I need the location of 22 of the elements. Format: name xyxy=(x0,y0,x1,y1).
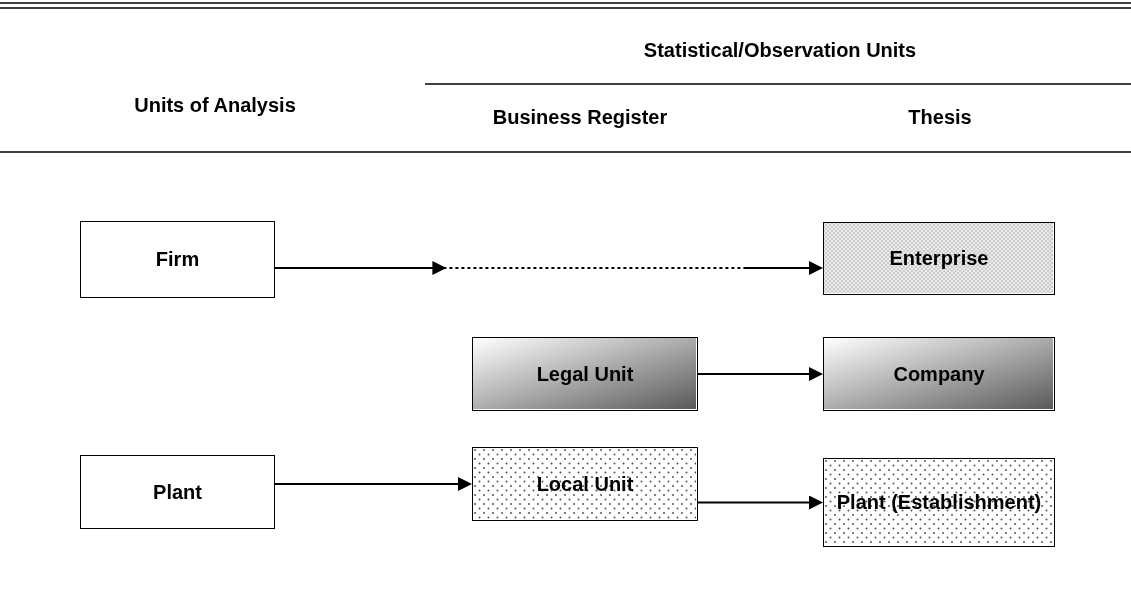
unit-label: Legal Unit xyxy=(535,362,635,386)
arrow xyxy=(697,367,823,381)
unit-label: Enterprise xyxy=(888,247,990,270)
unit-box xyxy=(823,458,1055,547)
unit-label: Plant xyxy=(152,480,203,504)
unit-label: Plant (Establishment) xyxy=(835,491,1043,514)
column-header: Statistical/Observation Units xyxy=(643,38,917,62)
column-header: Units of Analysis xyxy=(134,93,296,117)
unit-box xyxy=(823,222,1055,295)
arrow xyxy=(697,495,823,510)
arrow xyxy=(274,261,823,275)
unit-label: Company xyxy=(892,362,986,386)
unit-box xyxy=(823,337,1055,411)
unit-label: Firm xyxy=(154,248,201,271)
column-header: Business Register xyxy=(492,105,668,129)
unit-box xyxy=(472,337,698,411)
unit-box xyxy=(472,447,698,521)
unit-box xyxy=(80,455,275,529)
arrow xyxy=(274,477,472,491)
column-header: Thesis xyxy=(908,105,972,129)
unit-box xyxy=(80,221,275,298)
unit-label: Local Unit xyxy=(535,472,635,496)
